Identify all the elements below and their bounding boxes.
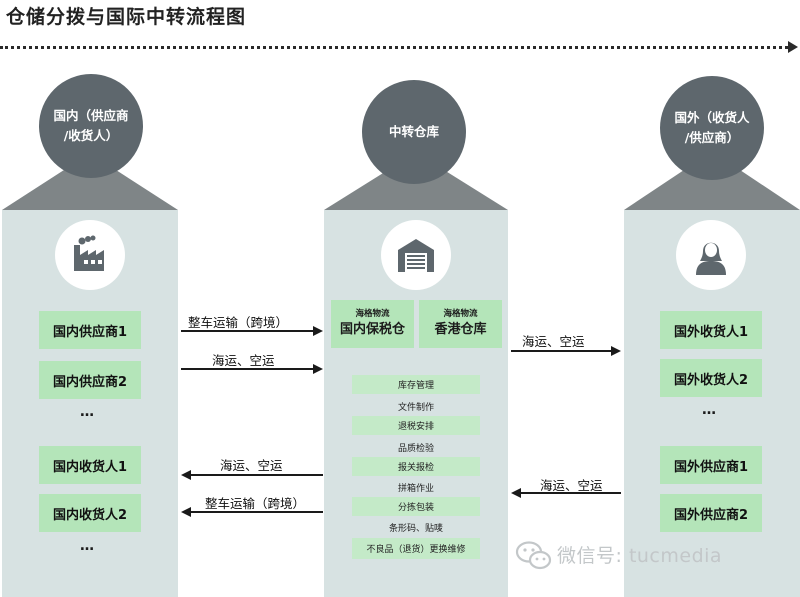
- arrow-center-to-left-1: [191, 474, 323, 476]
- warehouse-hongkong-name: 香港仓库: [434, 322, 487, 337]
- left-item-3: 国内收货人1: [39, 446, 141, 484]
- person-icon: [696, 242, 726, 275]
- left-item-2: 国内供应商2: [39, 361, 141, 399]
- left-ellipsis-1: …: [80, 404, 95, 420]
- service-customs-declaration: 报关报检: [352, 457, 480, 476]
- arrowhead-right-to-center: [511, 488, 521, 498]
- left-item-4: 国内收货人2: [39, 494, 141, 532]
- arrow-right-to-center: [521, 492, 621, 494]
- right-circle-line1: 国外（收货人: [674, 110, 750, 125]
- wechat-icon: [515, 541, 552, 570]
- center-column-header-circle: 中转仓库: [362, 80, 466, 184]
- right-item-1: 国外收货人1: [660, 311, 762, 349]
- dotted-divider: [0, 46, 788, 49]
- left-column-roof: [2, 170, 178, 210]
- arrow-center-to-left-2: [191, 511, 323, 513]
- watermark-text: 微信号: tucmedia: [557, 545, 723, 567]
- left-column-header-circle: 国内（供应商 /收货人）: [39, 74, 143, 178]
- service-tax-refund: 退税安排: [352, 416, 480, 435]
- left-circle-line1: 国内（供应商: [53, 108, 129, 123]
- service-inventory-management: 库存管理: [352, 375, 480, 394]
- service-barcode-labeling: 条形码、贴唛: [388, 524, 443, 534]
- arrow-label-center-to-left-1: 海运、空运: [220, 458, 283, 473]
- right-ellipsis-1: …: [702, 402, 717, 418]
- left-ellipsis-2: …: [80, 538, 95, 554]
- center-column-roof: [324, 170, 508, 210]
- diagram-title: 仓储分拨与国际中转流程图: [6, 6, 247, 28]
- arrow-left-to-center-1: [181, 330, 313, 332]
- warehouse-bonded-company: 海格物流: [355, 309, 390, 319]
- service-document-preparation: 文件制作: [397, 403, 434, 413]
- arrowhead-left-to-center-2: [313, 364, 323, 374]
- warehouse-hongkong-company: 海格物流: [443, 309, 478, 319]
- arrow-left-to-center-2: [181, 368, 313, 370]
- dotted-divider-arrowhead: [788, 41, 798, 53]
- arrow-label-right-to-center: 海运、空运: [540, 478, 603, 493]
- right-item-4: 国外供应商2: [660, 494, 762, 532]
- service-defect-repair: 不良品（退货）更换维修: [352, 538, 480, 559]
- right-item-2: 国外收货人2: [660, 359, 762, 397]
- right-item-3: 国外供应商1: [660, 446, 762, 484]
- arrow-label-center-to-left-2: 整车运输（跨境）: [205, 496, 306, 511]
- left-circle-line2: /收货人）: [63, 128, 119, 143]
- service-consolidation: 拼箱作业: [397, 484, 434, 494]
- warehouse-bonded: 海格物流 国内保税仓: [331, 300, 414, 348]
- warehouse-icon-circle: [381, 220, 451, 290]
- left-item-1: 国内供应商1: [39, 311, 141, 349]
- arrow-label-center-to-right: 海运、空运: [522, 334, 585, 349]
- right-column-roof: [624, 170, 800, 210]
- factory-icon-circle: [55, 220, 125, 290]
- service-sorting-packing: 分拣包装: [352, 497, 480, 516]
- arrowhead-center-to-left-1: [181, 470, 191, 480]
- right-column-header-circle: 国外（收货人 /供应商）: [660, 76, 764, 180]
- warehouse-icon: [398, 239, 434, 272]
- arrowhead-center-to-right: [611, 346, 621, 356]
- center-circle-label: 中转仓库: [388, 124, 439, 139]
- arrowhead-left-to-center-1: [313, 326, 323, 336]
- right-circle-line2: /供应商）: [684, 130, 740, 145]
- person-icon-circle: [676, 220, 746, 290]
- warehouse-hongkong: 海格物流 香港仓库: [419, 300, 502, 348]
- arrow-label-left-to-center-1: 整车运输（跨境）: [188, 315, 289, 330]
- arrow-center-to-right: [511, 350, 611, 352]
- factory-icon: [74, 235, 104, 271]
- arrow-label-left-to-center-2: 海运、空运: [212, 353, 275, 368]
- warehouse-bonded-name: 国内保税仓: [339, 322, 405, 337]
- arrowhead-center-to-left-2: [181, 507, 191, 517]
- service-quality-inspection: 品质检验: [397, 444, 434, 454]
